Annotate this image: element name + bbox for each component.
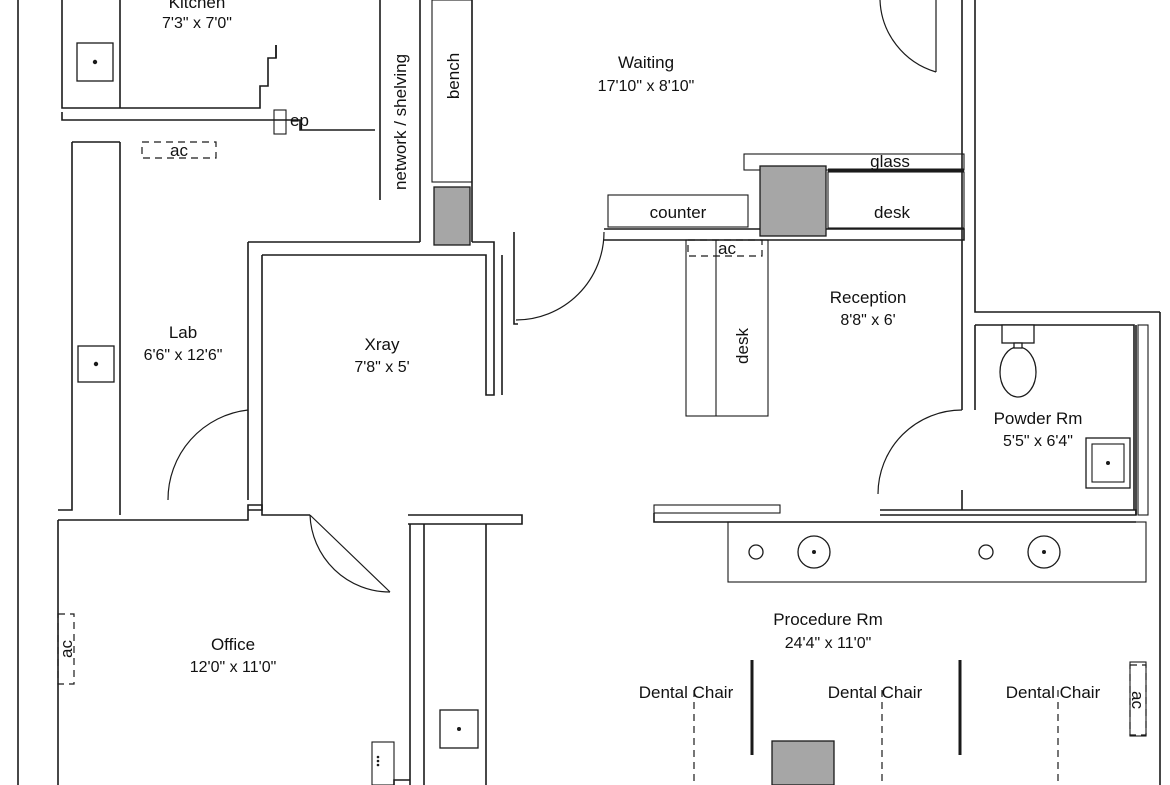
ac-unit-lab xyxy=(141,141,217,159)
ac-label-lab: ac xyxy=(170,141,188,160)
procedure-dims: 24'4" x 11'0" xyxy=(785,635,872,652)
kitchen-dims: 7'3" x 7'0" xyxy=(162,15,232,32)
waiting-name: Waiting xyxy=(618,53,674,72)
dental-chair-1-label: Dental Chair xyxy=(639,683,734,702)
desk-side-label: desk xyxy=(733,328,752,364)
doors xyxy=(167,0,963,593)
procedure-sink-small-1 xyxy=(748,544,764,560)
pocket-door xyxy=(1137,324,1149,516)
toilet-tank xyxy=(1001,324,1035,344)
powder-name: Powder Rm xyxy=(994,409,1083,428)
waiting-door-swing xyxy=(879,0,937,73)
xray-dims: 7'8" x 5' xyxy=(354,359,409,376)
room-labels: Kitchen 7'3" x 7'0" Waiting 17'10" x 8'1… xyxy=(144,0,1083,676)
waiting-dims: 17'10" x 8'10" xyxy=(598,78,695,95)
procedure-equipment xyxy=(771,740,835,785)
reception-equipment xyxy=(759,165,827,237)
procedure-counter xyxy=(727,521,1147,583)
powder-door-swing xyxy=(877,409,963,495)
desk-top-label: desk xyxy=(874,203,910,222)
procedure-name: Procedure Rm xyxy=(773,610,883,629)
kitchen-name: Kitchen xyxy=(169,0,226,12)
office-dims: 12'0" x 11'0" xyxy=(190,659,277,676)
network-equipment xyxy=(433,186,471,246)
counter-top xyxy=(607,194,749,228)
lab-dims: 6'6" x 12'6" xyxy=(144,347,223,364)
dental-chair-3-label: Dental Chair xyxy=(1006,683,1101,702)
ac-label-procedure: ac xyxy=(1128,691,1147,709)
furniture-labels: ep network / shelving bench counter glas… xyxy=(57,53,1147,710)
xray-door-swing xyxy=(515,231,605,321)
ac-label-reception: ac xyxy=(718,239,736,258)
ac-units xyxy=(57,141,1147,736)
powder-dims: 5'5" x 6'4" xyxy=(1003,433,1073,450)
office-name: Office xyxy=(211,635,255,654)
ac-label-office: ac xyxy=(57,640,76,658)
reception-name: Reception xyxy=(830,288,907,307)
toilet-icon xyxy=(999,346,1037,398)
ep-label: ep xyxy=(290,111,309,130)
lab-name: Lab xyxy=(169,323,197,342)
ac-unit-reception xyxy=(687,239,763,257)
reception-desk-top xyxy=(827,171,965,229)
xray-name: Xray xyxy=(365,335,400,354)
office-cabinet xyxy=(371,741,395,785)
bench-label: bench xyxy=(444,53,463,99)
ac-unit-procedure xyxy=(1129,664,1147,736)
lab-door-swing xyxy=(167,409,249,501)
office-door-swing xyxy=(309,514,391,593)
reception-dims: 8'8" x 6' xyxy=(840,312,895,329)
ep-box xyxy=(273,109,287,135)
procedure-sink-small-2 xyxy=(978,544,994,560)
dental-chair-2-label: Dental Chair xyxy=(828,683,923,702)
network-shelving-label: network / shelving xyxy=(391,54,410,190)
walls xyxy=(17,0,1161,785)
fixtures xyxy=(76,42,1131,785)
glass-label: glass xyxy=(870,152,910,171)
procedure-shelf xyxy=(653,504,781,514)
ac-unit-office xyxy=(57,613,75,685)
counter-label: counter xyxy=(650,203,707,222)
reception-side-desk xyxy=(685,239,769,417)
